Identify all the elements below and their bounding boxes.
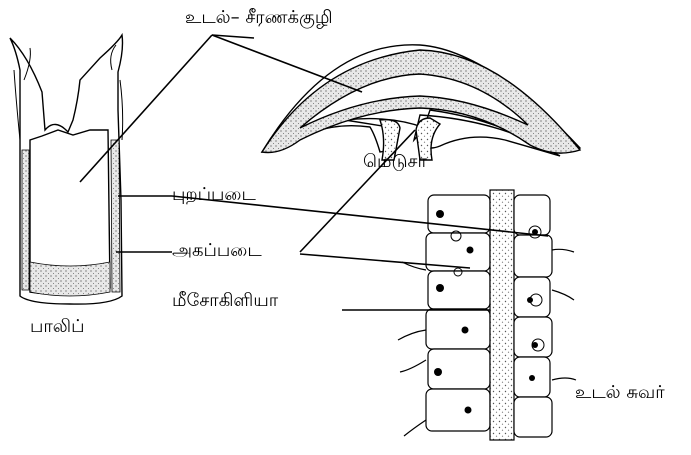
- body-wall-label: உடல் சுவர்: [575, 384, 665, 402]
- endoderm-label: அகப்படை: [172, 242, 262, 260]
- body-wall-figure: [398, 190, 576, 440]
- body-cavity-label: உடல்– சீரணக்குழி: [185, 9, 333, 27]
- mesoglea-label: மீசோகிளியா: [172, 292, 278, 310]
- polyp-label: பாலிப்: [30, 318, 85, 336]
- medusa-figure: [262, 45, 580, 160]
- polyp-figure: [10, 35, 123, 304]
- ectoderm-label: புறப்படை: [172, 186, 256, 204]
- medusa-label: மெடுசா: [363, 153, 427, 171]
- mesoglea-band: [490, 190, 514, 440]
